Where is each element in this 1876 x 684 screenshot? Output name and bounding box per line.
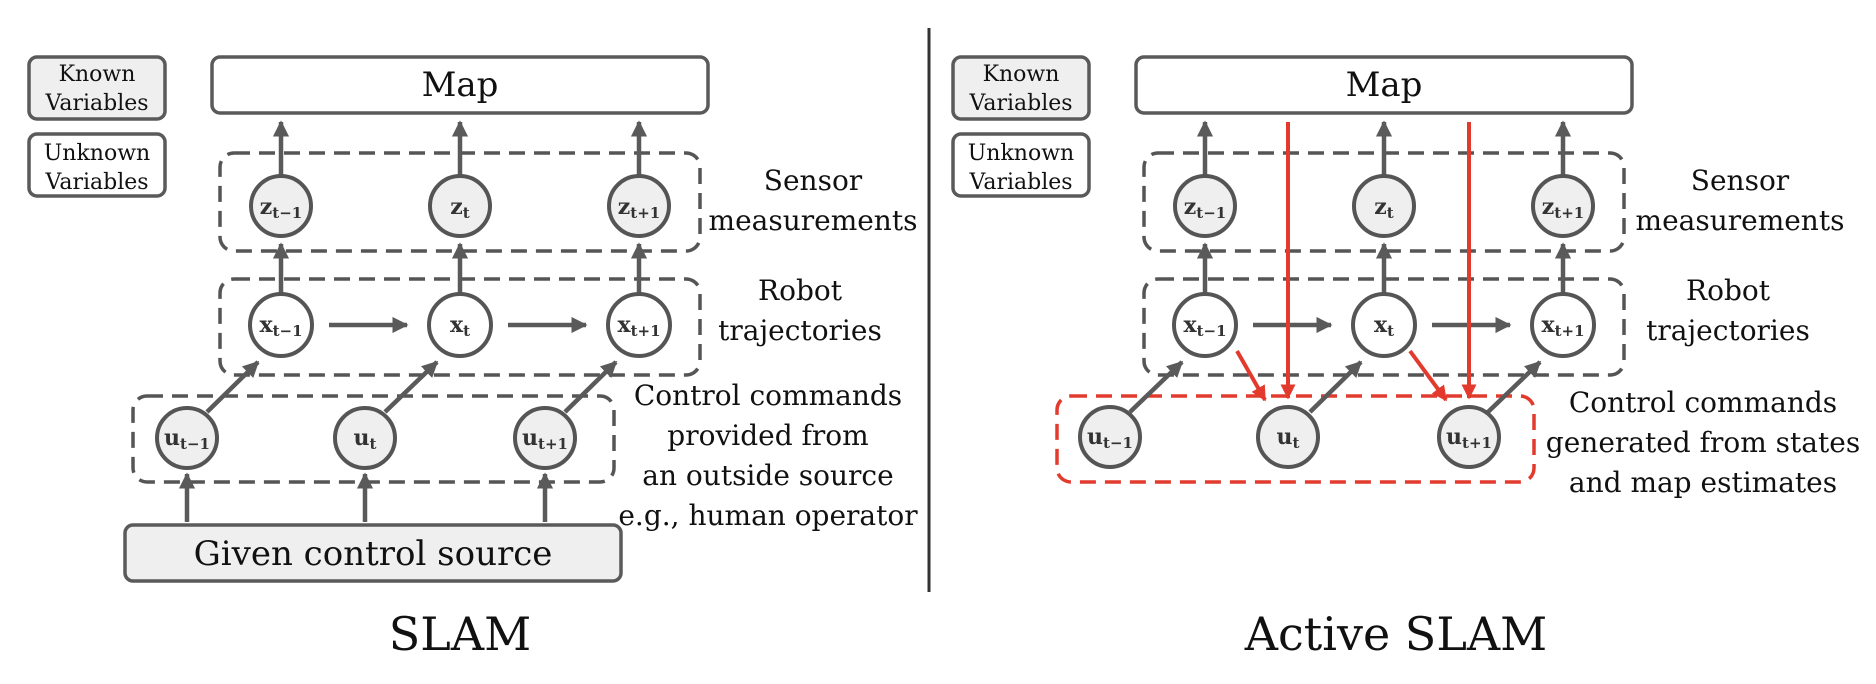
legend-unknown-line1: Unknown [44, 141, 150, 166]
node-z-t: zt [428, 174, 492, 238]
svg-text:zt+1: zt+1 [1542, 194, 1584, 222]
arrow-u1-x1 [205, 360, 260, 414]
svg-text:zt−1: zt−1 [1184, 194, 1226, 222]
control-desc-line4: e.g., human operator [618, 499, 918, 532]
svg-text:ut+1: ut+1 [1446, 424, 1492, 452]
active-control-desc-line1: Control commands [1569, 386, 1837, 419]
map-box-right [1134, 55, 1634, 115]
map-label-right: Map [1346, 65, 1423, 105]
control-desc-line3: an outside source [642, 459, 893, 492]
node-x-t-plus-1-right: xt+1 [1530, 292, 1596, 358]
svg-text:xt+1: xt+1 [617, 312, 660, 340]
node-u-t-minus-1: ut−1 [155, 406, 219, 470]
legend-known-line1-right: Known [983, 62, 1060, 87]
node-u-t: ut [333, 406, 397, 470]
node-z-t-plus-1-right: zt+1 [1531, 174, 1595, 238]
arrow-u2-x2-right [1308, 360, 1363, 414]
legend-known-line2: Variables [44, 91, 148, 116]
node-u-t-right: ut [1256, 405, 1320, 469]
node-x-t-plus-1: xt+1 [606, 292, 672, 358]
svg-text:ut−1: ut−1 [1087, 424, 1133, 452]
sensor-label-line1: Sensor [764, 164, 863, 197]
legend-unknown-right: Unknown Variables [951, 132, 1091, 198]
node-z-t-right: zt [1352, 174, 1416, 238]
map-label: Map [422, 65, 499, 105]
trajectory-label-line2: trajectories [718, 314, 882, 347]
svg-text:xt+1: xt+1 [1541, 312, 1584, 340]
svg-text:ut+1: ut+1 [522, 425, 568, 453]
node-z-t-plus-1: zt+1 [607, 174, 671, 238]
sensor-label-line2-right: measurements [1636, 204, 1845, 237]
trajectory-label-line1: Robot [758, 274, 843, 307]
node-z-t-minus-1: zt−1 [249, 174, 313, 238]
arrow-u2-x2 [383, 360, 439, 414]
node-u-t-plus-1: ut+1 [513, 406, 577, 470]
svg-text:xt: xt [1374, 312, 1394, 340]
legend-known-line1: Known [59, 62, 136, 87]
active-slam-panel: Known Variables Unknown Variables Map [951, 55, 1860, 661]
node-x-t-right: xt [1351, 292, 1417, 358]
node-z-t-minus-1-right: zt−1 [1173, 174, 1237, 238]
active-control-layer-box [1055, 394, 1536, 484]
node-u-t-plus-1-right: ut+1 [1437, 405, 1501, 469]
svg-text:zt+1: zt+1 [618, 194, 660, 222]
control-desc-line1: Control commands [634, 379, 902, 412]
red-arrow-x1-u2 [1235, 350, 1267, 402]
active-control-desc-line2: generated from states [1546, 426, 1860, 459]
arrow-u3-x3 [563, 360, 618, 414]
red-arrow-x2-u3 [1408, 349, 1448, 402]
sensor-label-line1-right: Sensor [1691, 164, 1790, 197]
slam-title: SLAM [389, 607, 531, 661]
active-slam-title: Active SLAM [1244, 607, 1547, 661]
legend-known-right: Known Variables [951, 55, 1091, 121]
slam-panel: Known Variables Unknown Variables Map [27, 55, 918, 661]
sensor-label-line2: measurements [709, 204, 918, 237]
legend-unknown: Unknown Variables [27, 132, 167, 198]
svg-text:zt: zt [450, 194, 470, 222]
svg-text:xt−1: xt−1 [1183, 312, 1226, 340]
legend-unknown-line2: Variables [44, 170, 148, 195]
map-box [210, 55, 710, 115]
legend-known-line2-right: Variables [968, 91, 1072, 116]
trajectory-label-line1-right: Robot [1686, 274, 1771, 307]
svg-text:xt−1: xt−1 [259, 312, 302, 340]
svg-text:zt−1: zt−1 [260, 194, 302, 222]
node-x-t-minus-1-right: xt−1 [1172, 292, 1238, 358]
node-x-t: xt [427, 292, 493, 358]
svg-text:zt: zt [1374, 194, 1394, 222]
arrow-u3-x3-right [1486, 360, 1542, 414]
node-u-t-minus-1-right: ut−1 [1078, 405, 1142, 469]
active-control-desc-line3: and map estimates [1569, 466, 1837, 499]
legend-unknown-line2-right: Variables [968, 170, 1072, 195]
control-source-box [123, 523, 623, 583]
svg-text:xt: xt [450, 312, 470, 340]
legend-known: Known Variables [27, 55, 167, 121]
control-layer-box [131, 394, 616, 484]
control-desc-line2: provided from [667, 419, 868, 452]
svg-text:ut: ut [354, 425, 377, 453]
legend-unknown-line1-right: Unknown [968, 141, 1074, 166]
svg-text:ut−1: ut−1 [164, 425, 210, 453]
control-source-label: Given control source [194, 534, 553, 574]
arrow-u1-x1-right [1128, 360, 1184, 414]
trajectory-label-line2-right: trajectories [1646, 314, 1810, 347]
svg-text:ut: ut [1277, 424, 1300, 452]
node-x-t-minus-1: xt−1 [248, 292, 314, 358]
